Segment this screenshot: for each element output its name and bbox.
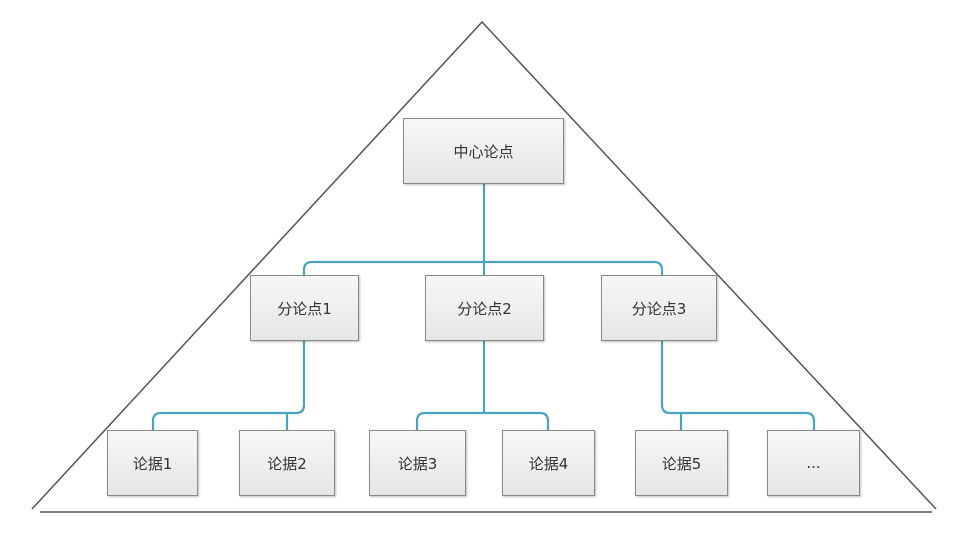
pyramid-outline bbox=[31, 20, 937, 510]
central-argument-label: 中心论点 bbox=[453, 142, 514, 161]
sub-point-2-label: 分论点2 bbox=[457, 299, 512, 318]
sub-point-2-box: 分论点2 bbox=[425, 275, 544, 341]
sub-point-3-label: 分论点3 bbox=[631, 299, 687, 318]
sub-point-3-box: 分论点3 bbox=[601, 275, 717, 341]
sub-point-1-box: 分论点1 bbox=[250, 275, 359, 341]
sub-point-1-label: 分论点1 bbox=[277, 299, 332, 318]
connector-lines bbox=[151, 184, 816, 430]
connector-sub2-bus bbox=[415, 411, 550, 430]
connector-sub1-branch bbox=[151, 341, 306, 430]
evidence-4-box: 论据4 bbox=[502, 430, 595, 496]
evidence-more-box: ... bbox=[767, 430, 860, 496]
evidence-3-label: 论据3 bbox=[397, 454, 438, 473]
evidence-1-box: 论据1 bbox=[107, 430, 198, 496]
evidence-3-box: 论据3 bbox=[369, 430, 466, 496]
central-argument-box: 中心论点 bbox=[403, 118, 564, 184]
evidence-more-label: ... bbox=[806, 454, 821, 472]
evidence-5-box: 论据5 bbox=[635, 430, 728, 496]
evidence-1-label: 论据1 bbox=[132, 454, 173, 473]
connector-sub3-branch bbox=[660, 341, 816, 430]
evidence-2-box: 论据2 bbox=[239, 430, 335, 496]
evidence-4-label: 论据4 bbox=[528, 454, 569, 473]
evidence-5-label: 论据5 bbox=[661, 454, 702, 473]
evidence-2-label: 论据2 bbox=[267, 454, 307, 473]
